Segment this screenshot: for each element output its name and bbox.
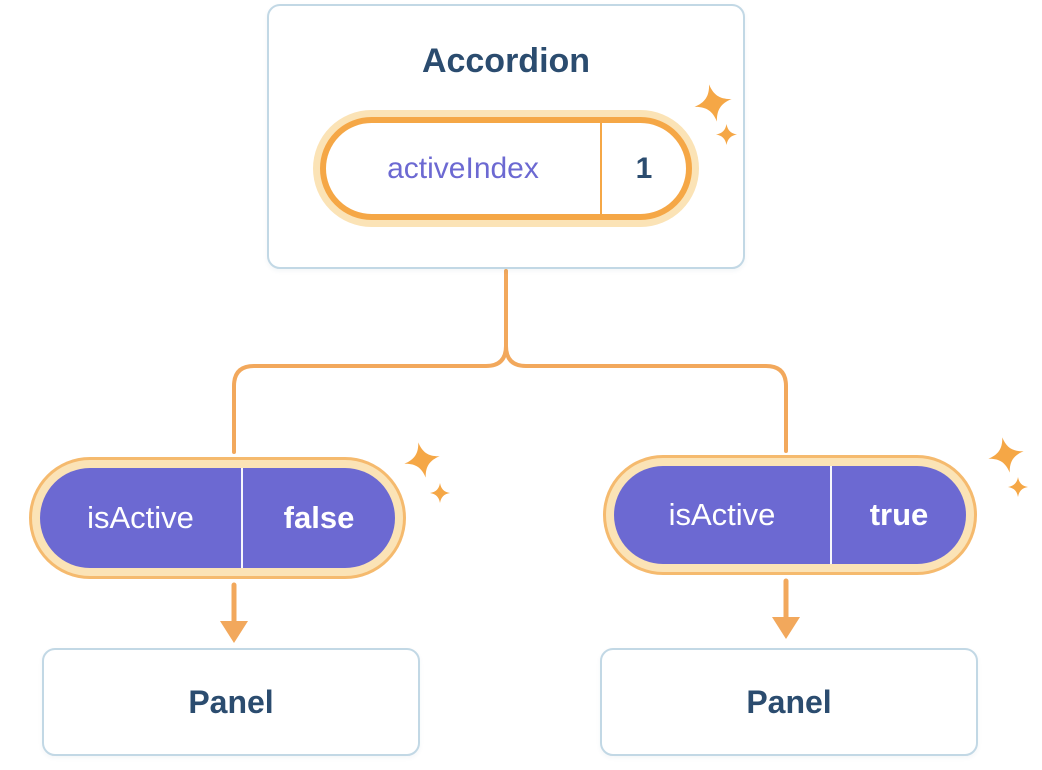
prop-pill-value: true xyxy=(869,497,929,532)
prop-pill-divider xyxy=(241,468,243,568)
prop-pill-isactive-left: isActive false xyxy=(40,468,395,568)
connector-right-branch xyxy=(504,344,788,453)
panel-title: Panel xyxy=(188,683,274,720)
sparkle-icon xyxy=(1008,477,1028,497)
panel-title: Panel xyxy=(746,683,832,720)
sparkle-icon xyxy=(716,124,737,145)
panel-node-right: Panel xyxy=(600,648,978,756)
prop-pill-value: false xyxy=(283,500,355,535)
sparkle-icon xyxy=(690,80,735,125)
connector-left-branch xyxy=(232,344,508,454)
arrow-head-right-icon xyxy=(772,617,800,639)
accordion-title: Accordion xyxy=(421,42,591,80)
state-pill-value: 1 xyxy=(635,151,653,185)
sparkle-icon xyxy=(401,439,444,482)
state-pill-divider xyxy=(600,123,602,214)
arrow-head-left-icon xyxy=(220,621,248,643)
prop-pill-divider xyxy=(830,466,832,564)
sparkle-icon xyxy=(985,434,1028,477)
panel-node-left: Panel xyxy=(42,648,420,756)
state-pill: activeIndex 1 xyxy=(320,117,692,220)
prop-pill-label: isActive xyxy=(87,500,194,535)
prop-pill-isactive-right: isActive true xyxy=(614,466,966,564)
sparkle-icon xyxy=(430,483,450,503)
state-pill-label: activeIndex xyxy=(387,151,539,185)
prop-pill-label: isActive xyxy=(668,497,776,532)
